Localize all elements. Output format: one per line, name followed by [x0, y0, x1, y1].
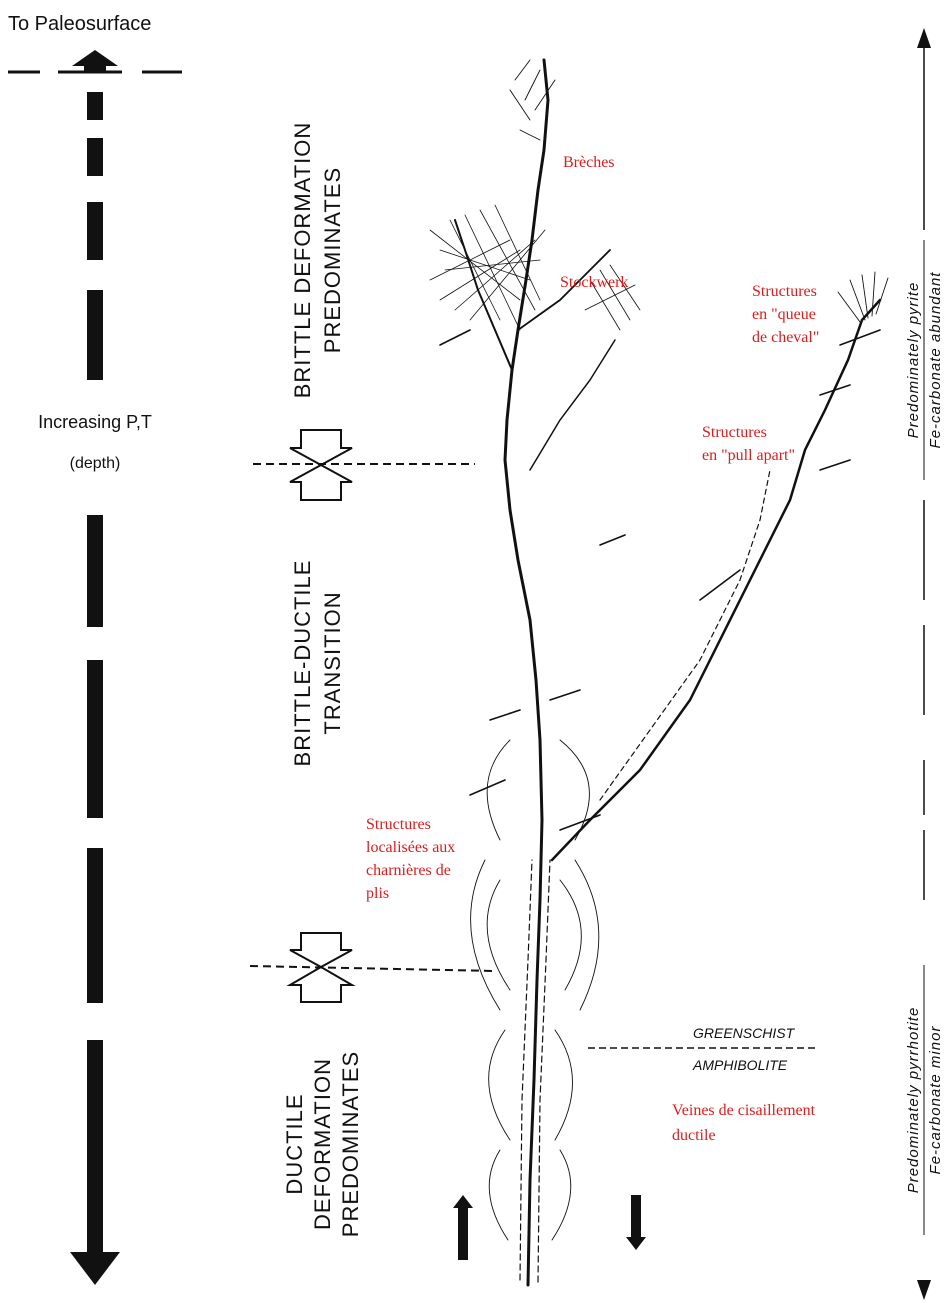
svg-text:PREDOMINATES: PREDOMINATES [338, 1051, 363, 1237]
svg-text:Structures: Structures [366, 816, 431, 833]
svg-text:Structures: Structures [702, 424, 767, 441]
svg-text:de cheval": de cheval" [752, 329, 819, 346]
zone-label-transition: BRITTLE-DUCTILE TRANSITION [290, 560, 345, 767]
svg-text:Predominately pyrrhotite: Predominately pyrrhotite [905, 1007, 922, 1194]
shear-up-arrow-icon [453, 1195, 473, 1260]
svg-text:charnières de: charnières de [366, 862, 451, 879]
depth-label-line1: Increasing P,T [38, 412, 152, 432]
paleosurface-label: To Paleosurface [8, 13, 151, 35]
vein-system-illustration [430, 60, 888, 1285]
svg-text:DEFORMATION: DEFORMATION [310, 1058, 335, 1230]
svg-text:BRITTLE-DUCTILE: BRITTLE-DUCTILE [290, 560, 315, 767]
depth-label-line2: (depth) [70, 455, 121, 472]
annotation-stockwerk: Stockwerk [560, 274, 628, 291]
svg-text:ductile: ductile [672, 1127, 716, 1144]
mineralogy-down-arrow-icon [917, 1280, 931, 1300]
svg-text:DUCTILE: DUCTILE [282, 1093, 307, 1194]
depth-axis [70, 92, 120, 1285]
svg-text:Fe-carbonate minor: Fe-carbonate minor [927, 1026, 944, 1175]
facies-lower-label: AMPHIBOLITE [692, 1057, 788, 1073]
up-arrow-icon [72, 50, 118, 72]
svg-text:en "queue: en "queue [752, 306, 816, 323]
boundary-marker-upper [253, 430, 475, 500]
mineralogy-lower-label: Predominately pyrrhotite Fe-carbonate mi… [905, 965, 944, 1235]
svg-text:PREDOMINATES: PREDOMINATES [320, 167, 345, 353]
svg-text:BRITTLE DEFORMATION: BRITTLE DEFORMATION [290, 122, 315, 399]
annotation-charnieres: Structures localisées aux charnières de … [366, 816, 455, 902]
zone-label-brittle: BRITTLE DEFORMATION PREDOMINATES [290, 122, 345, 399]
down-arrow-icon [70, 1252, 120, 1285]
zone-label-ductile: DUCTILE DEFORMATION PREDOMINATES [282, 1051, 363, 1237]
mineralogy-upper-label: Predominately pyrite Fe-carbonate abunda… [905, 240, 944, 480]
annotation-veines: Veines de cisaillement ductile [672, 1102, 816, 1144]
svg-text:plis: plis [366, 885, 389, 902]
svg-text:Fe-carbonate abundant: Fe-carbonate abundant [927, 272, 944, 449]
mineralogy-up-arrow-icon [917, 28, 931, 48]
annotation-pull-apart: Structures en "pull apart" [702, 424, 795, 464]
svg-text:Predominately pyrite: Predominately pyrite [905, 282, 922, 439]
svg-text:localisées aux: localisées aux [366, 839, 455, 856]
svg-text:Veines de cisaillement: Veines de cisaillement [672, 1102, 816, 1119]
annotation-breches: Brèches [563, 154, 615, 171]
svg-text:Structures: Structures [752, 283, 817, 300]
annotation-queue-de-cheval: Structures en "queue de cheval" [752, 283, 819, 346]
facies-upper-label: GREENSCHIST [693, 1025, 796, 1041]
boundary-marker-lower [250, 933, 495, 1002]
svg-text:en "pull apart": en "pull apart" [702, 447, 795, 464]
shear-down-arrow-icon [626, 1195, 646, 1250]
svg-text:TRANSITION: TRANSITION [320, 591, 345, 734]
